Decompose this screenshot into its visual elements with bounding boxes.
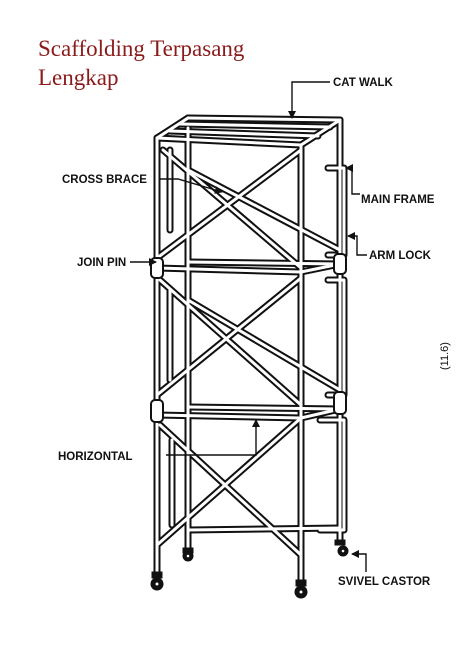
leader-cat-walk (288, 81, 330, 119)
join-pin-right-upper (333, 253, 347, 275)
title-line-2: Lengkap (38, 65, 119, 90)
label-main-frame: MAIN FRAME (361, 194, 435, 206)
label-cross-brace: CROSS BRACE (62, 174, 147, 186)
title-line-1: Scaffolding Terpasang (38, 36, 245, 61)
label-svivel-castor: SVIVEL CASTOR (338, 576, 431, 588)
leader-horizontal (166, 419, 260, 456)
label-arm-lock: ARM LOCK (369, 250, 432, 262)
label-horizontal: HORIZONTAL (58, 451, 133, 463)
castors (150, 539, 349, 599)
castor-back-right (334, 539, 349, 557)
label-cat-walk: CAT WALK (333, 77, 394, 89)
leader-svivel-castor (351, 550, 367, 572)
main-frame-loop-lower (324, 276, 348, 399)
leader-main-frame (345, 164, 360, 195)
join-pin-left-lower (150, 399, 164, 423)
leader-arm-lock (347, 232, 367, 256)
castor-front-right (294, 579, 308, 599)
join-pin-left-upper (150, 257, 164, 279)
castor-front-left (150, 571, 164, 591)
tube-highlights (155, 116, 346, 582)
diagram-title: Scaffolding Terpasang Lengkap (38, 34, 244, 92)
leader-cross-brace (160, 178, 223, 194)
label-join-pin: JOIN PIN (77, 257, 126, 269)
leader-lines (130, 81, 367, 572)
figure-reference: (11.6) (439, 342, 451, 370)
join-pins (150, 253, 347, 423)
join-pin-right-lower (333, 391, 347, 415)
castor-back-left (182, 547, 194, 562)
